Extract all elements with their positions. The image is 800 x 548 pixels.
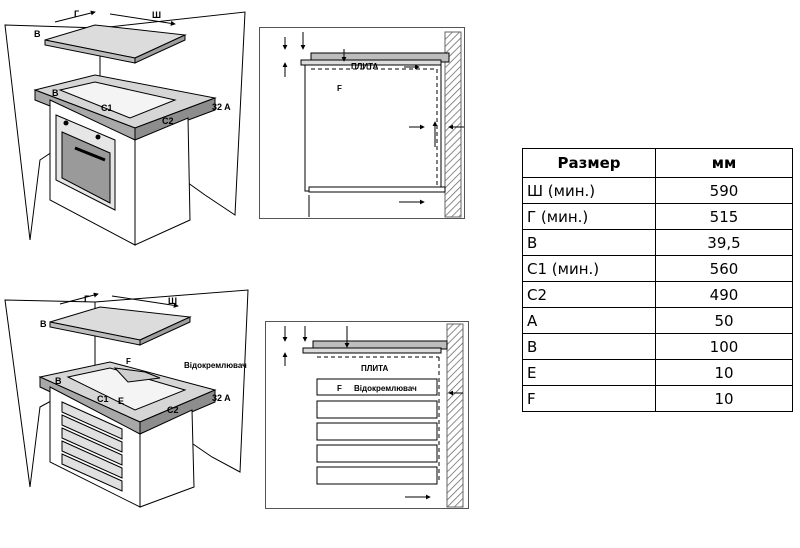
row-param: С1 (мин.) bbox=[522, 255, 656, 282]
divider-label-bottom: Відокремлювач bbox=[184, 361, 247, 370]
row-param: Ш (мин.) bbox=[522, 177, 656, 204]
c2-label-bottom: С2 bbox=[167, 405, 179, 415]
a32-label-top: 32 A bbox=[212, 102, 231, 112]
row-value: 10 bbox=[655, 385, 793, 412]
table-row: Г (мин.)515 bbox=[522, 203, 793, 230]
table-row: Ш (мин.)590 bbox=[522, 177, 793, 204]
header-mm: мм bbox=[655, 148, 793, 178]
f-label-bottom: F bbox=[126, 357, 131, 366]
row-param: В bbox=[522, 333, 656, 360]
f-label-top: F bbox=[337, 84, 342, 93]
row-value: 100 bbox=[655, 333, 793, 360]
row-param: А bbox=[522, 307, 656, 334]
row-param: Г (мин.) bbox=[522, 203, 656, 230]
row-value: 10 bbox=[655, 359, 793, 386]
depth-label-bottom: Г bbox=[84, 294, 89, 304]
row-value: 490 bbox=[655, 281, 793, 308]
row-param: В bbox=[522, 229, 656, 256]
divider-label-section: Відокремлювач bbox=[354, 384, 417, 393]
oven-installation-diagram: Г Ш В В С1 С2 32 A bbox=[4, 9, 246, 246]
e-label-bottom: Е bbox=[118, 396, 124, 406]
row-value: 39,5 bbox=[655, 229, 793, 256]
row-value: 590 bbox=[655, 177, 793, 204]
hob-label-section: ПЛИТА bbox=[361, 364, 388, 373]
row-param: F bbox=[522, 385, 656, 412]
width-label-bottom: Ш bbox=[168, 296, 177, 306]
oven-section-diagram: ПЛИТА F bbox=[282, 31, 464, 218]
b-label-counter: В bbox=[52, 88, 59, 98]
drawer-installation-diagram: Г Ш В F Відокремлювач В С1 Е С2 32 A bbox=[4, 289, 249, 508]
row-param: Е bbox=[522, 359, 656, 386]
f-label-section: F bbox=[337, 384, 342, 393]
header-size: Размер bbox=[522, 148, 656, 178]
c1-label-top: С1 bbox=[101, 103, 113, 113]
table-row: С1 (мин.)560 bbox=[522, 255, 793, 282]
row-value: 560 bbox=[655, 255, 793, 282]
a32-label-bottom: 32 A bbox=[212, 393, 231, 403]
c2-label-top: С2 bbox=[162, 116, 174, 126]
b-label-top: В bbox=[34, 29, 41, 39]
c1-label-bottom: С1 bbox=[97, 394, 109, 404]
hob-label-top: ПЛИТА bbox=[351, 62, 378, 71]
depth-label-top: Г bbox=[74, 9, 79, 19]
row-param: С2 bbox=[522, 281, 656, 308]
width-label-top: Ш bbox=[152, 10, 161, 20]
b-label-bottom-top: В bbox=[40, 319, 47, 329]
b-label-bottom-counter: В bbox=[55, 376, 62, 386]
table-header-row: Размер мм bbox=[522, 148, 793, 178]
drawer-section-diagram: ПЛИТА F Відокремлювач bbox=[282, 323, 464, 508]
row-value: 515 bbox=[655, 203, 793, 230]
row-value: 50 bbox=[655, 307, 793, 334]
